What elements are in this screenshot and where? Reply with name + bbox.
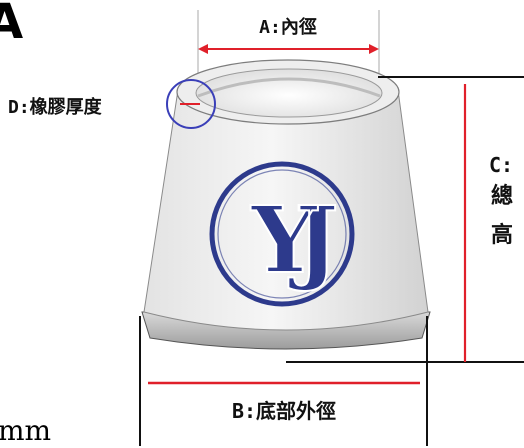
total-height-label-char-1: 總: [491, 183, 513, 209]
total-height-label-prefix: C:: [489, 153, 513, 177]
foot-rim-inner: [195, 68, 383, 118]
inner-diameter-arrow: [198, 44, 379, 54]
inner-diameter-label: A:內徑: [259, 16, 317, 38]
logo-circle: [209, 161, 355, 307]
total-height-label-char-2: 高: [491, 222, 513, 248]
rubber-thickness-callout-circle: [166, 79, 216, 129]
logo-circle-inner: [217, 169, 347, 299]
rubber-thickness-label: D:橡膠厚度: [8, 96, 103, 118]
bottom-diameter-label: B:底部外徑: [232, 399, 336, 423]
corner-title: A: [0, 0, 23, 50]
rubber-foot: [141, 59, 431, 350]
foot-hole-shadow: [197, 77, 381, 98]
corner-unit: mm: [0, 414, 51, 447]
